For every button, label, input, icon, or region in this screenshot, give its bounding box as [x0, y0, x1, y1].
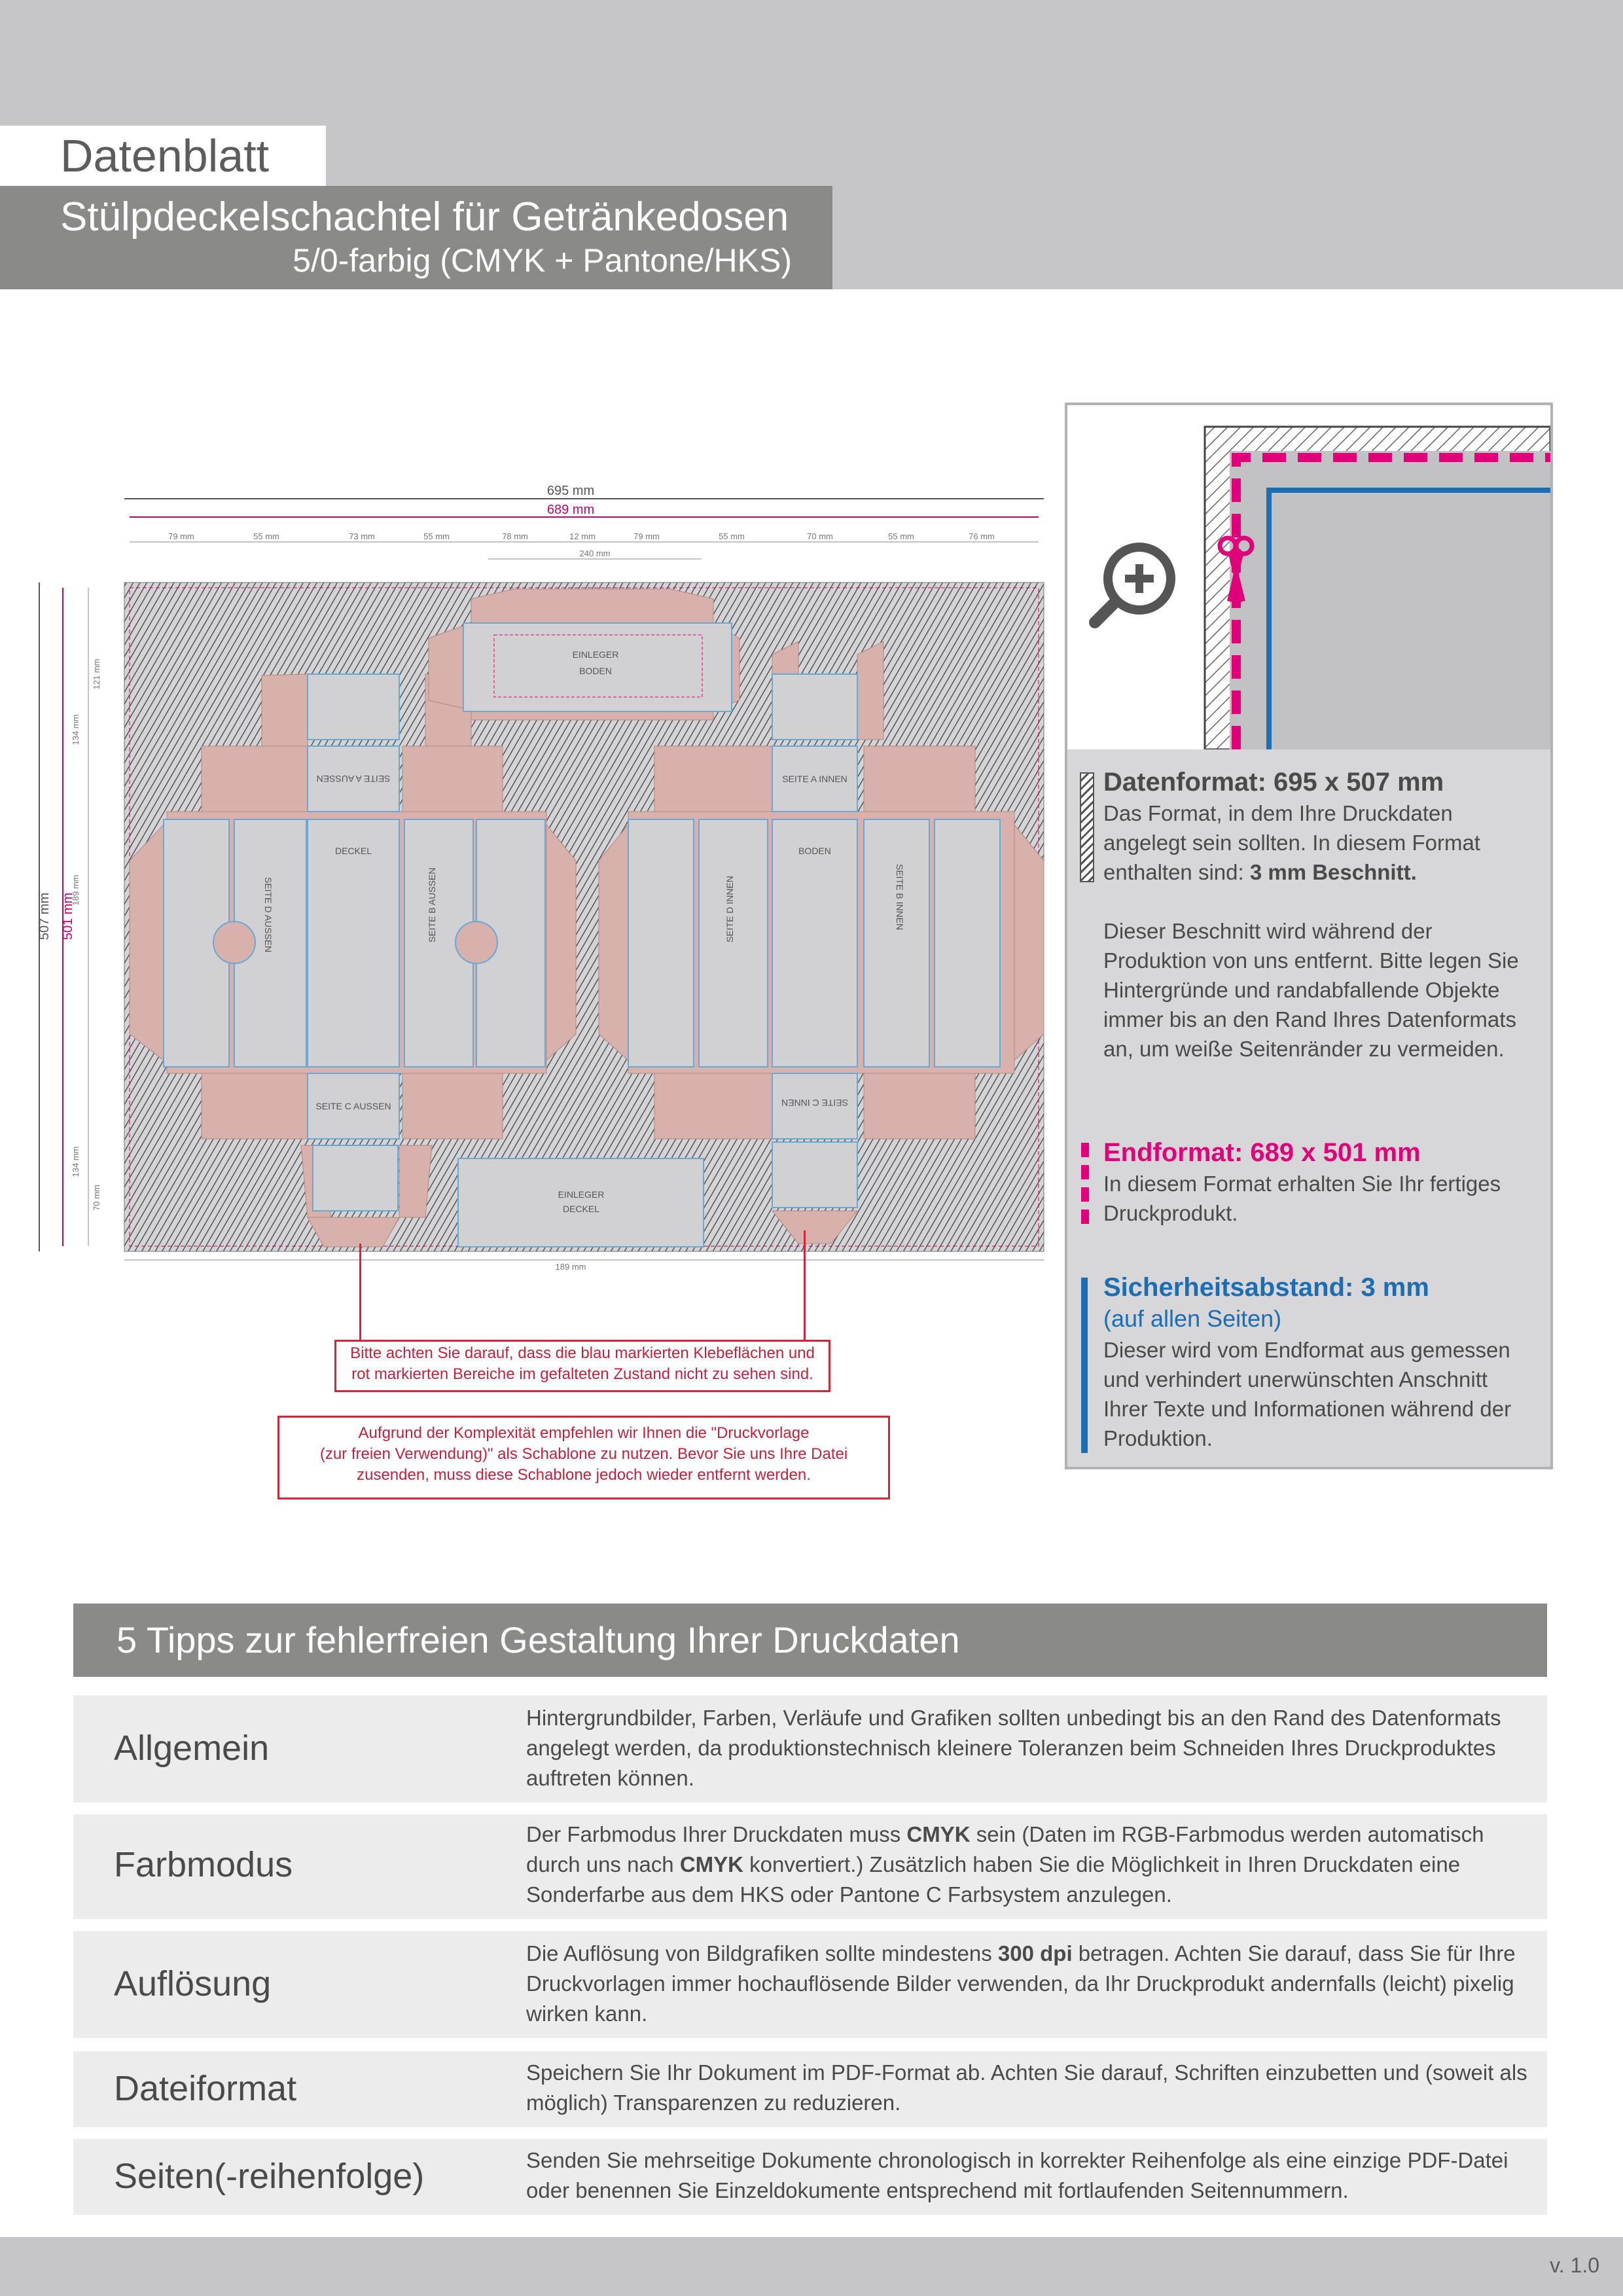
- dim-total-width: 695 mm: [547, 484, 594, 498]
- dim-left: 70 mm: [92, 1185, 101, 1211]
- note-line: (zur freien Verwendung)" als Schablone z…: [319, 1445, 848, 1463]
- data-format-title: Datenformat: 695 x 507 mm: [1103, 768, 1444, 797]
- safety-margin-title: Sicherheitsabstand: 3 mm: [1103, 1273, 1429, 1302]
- label-seite-b-aussen: SEITE B AUSSEN: [427, 868, 437, 942]
- dim-end-width: 689 mm: [547, 503, 594, 517]
- tip-row: Auflösung Die Auflösung von Bildgrafiken…: [73, 1931, 1547, 2038]
- trim-marker-icon: [1081, 1143, 1089, 1225]
- dim-bottom-width: 189 mm: [556, 1262, 586, 1272]
- dim-segment: 79 mm: [633, 531, 660, 541]
- product-title: Stülpdeckelschachtel für Getränkedosen: [60, 194, 789, 240]
- bleed-zoom-illustration: [1067, 405, 1552, 751]
- tips-title: 5 Tipps zur fehlerfreien Gestaltung Ihre…: [116, 1619, 960, 1660]
- dim-segment: 55 mm: [719, 531, 745, 541]
- product-color-spec: 5/0-farbig (CMYK + Pantone/HKS): [293, 242, 792, 279]
- base-net: [598, 641, 1044, 1244]
- note-line: zusenden, muss diese Schablone jedoch wi…: [357, 1466, 811, 1484]
- label-seite-d-innen: SEITE D INNEN: [724, 876, 735, 942]
- bleed-marker-icon: [1080, 772, 1094, 882]
- note-line: rot markierten Bereiche im gefalteten Zu…: [351, 1365, 813, 1383]
- safety-margin-text: Dieser wird vom Endformat aus gemessen u…: [1103, 1338, 1512, 1450]
- dim-segment: 55 mm: [253, 531, 279, 541]
- tip-text-bold: 300 dpi: [997, 1941, 1073, 1965]
- dim-segment: 79 mm: [168, 531, 194, 541]
- end-format-text: In diesem Format erhalten Sie Ihr fertig…: [1103, 1172, 1501, 1225]
- page-title: Datenblatt: [60, 130, 270, 181]
- dim-segment: 73 mm: [349, 531, 375, 541]
- lid-net: [129, 673, 577, 1247]
- dim-left: 134 mm: [71, 1147, 80, 1177]
- glue-area-note: Bitte achten Sie darauf, dass die blau m…: [334, 1340, 830, 1392]
- label-seite-c-aussen: SEITE C AUSSEN: [315, 1101, 391, 1111]
- template-note: Aufgrund der Komplexität empfehlen wir I…: [277, 1416, 890, 1499]
- safety-margin-subtitle: (auf allen Seiten): [1103, 1305, 1282, 1332]
- dim-left: 189 mm: [71, 875, 80, 906]
- footer-band: [0, 2237, 1623, 2296]
- insert-bottom-net: [428, 588, 740, 721]
- tip-label: Dateiformat: [114, 2069, 297, 2108]
- note-leader-line: [804, 1230, 806, 1340]
- dim-segment: 76 mm: [969, 531, 995, 541]
- tip-row: Allgemein Hintergrundbilder, Farben, Ver…: [73, 1695, 1547, 1803]
- tip-text-part: Die Auflösung von Bildgrafiken sollte mi…: [526, 1941, 998, 1965]
- die-cut-diagram: 695 mm 689 mm 79 mm 55 mm 73 mm 55 mm 78…: [37, 484, 1044, 1272]
- dim-left: 134 mm: [71, 715, 80, 745]
- safety-marker-icon: [1081, 1278, 1088, 1453]
- tip-text: Der Farbmodus Ihrer Druckdaten muss CMYK…: [526, 1820, 1527, 1910]
- subtitle-band: [0, 186, 832, 289]
- title-tab: [0, 126, 326, 186]
- dim-segment: 70 mm: [807, 531, 833, 541]
- tip-text-part: sein (Daten im RGB-Farbmodus werden auto…: [526, 1822, 1484, 1876]
- dim-segment: 12 mm: [569, 531, 596, 541]
- tip-text-part: betragen. Achten Sie darauf, dass Sie fü…: [526, 1941, 1516, 2026]
- label-seite-b-innen: SEITE B INNEN: [895, 864, 905, 930]
- label-seite-d-aussen: SEITE D AUSSEN: [263, 877, 274, 952]
- scissors-icon: [1217, 535, 1255, 602]
- dim-segment: 55 mm: [888, 531, 914, 541]
- tip-label: Farbmodus: [114, 1845, 293, 1884]
- tip-text-bold: CMYK: [906, 1822, 971, 1846]
- tip-label: Auflösung: [114, 1964, 272, 2003]
- dim-segment: 78 mm: [502, 531, 528, 541]
- dim-left: 121 mm: [92, 659, 101, 690]
- tip-label: Seiten(-reihenfolge): [114, 2157, 425, 2196]
- dim-mid-width: 240 mm: [580, 548, 611, 558]
- label-einleger-deckel-1: EINLEGER: [558, 1189, 605, 1200]
- dim-end-height: 501 mm: [61, 893, 75, 940]
- note-line: Aufgrund der Komplexität empfehlen wir I…: [358, 1424, 810, 1442]
- format-text: Das Format, in dem Ihre Druckdaten angel…: [1103, 801, 1480, 884]
- label-boden: BODEN: [798, 846, 831, 856]
- tip-text-part: Der Farbmodus Ihrer Druckdaten muss: [526, 1822, 907, 1846]
- tip-text-part: konvertiert.) Zusätzlich haben Sie die M…: [526, 1852, 1461, 1907]
- note-leader-line: [359, 1244, 361, 1340]
- insert-lid-panel: [457, 1158, 704, 1247]
- label-deckel: DECKEL: [335, 846, 372, 856]
- zoom-icon: [1089, 543, 1175, 628]
- end-format-title: Endformat: 689 x 501 mm: [1103, 1138, 1421, 1167]
- label-einleger-boden-2: BODEN: [579, 666, 612, 676]
- tip-text: Senden Sie mehrseitige Dokumente chronol…: [526, 2148, 1508, 2202]
- tip-row: Seiten(-reihenfolge) Senden Sie mehrseit…: [73, 2139, 1547, 2215]
- label-einleger-boden-1: EINLEGER: [573, 649, 619, 660]
- tips-header-band: [73, 1604, 1547, 1677]
- tip-label: Allgemein: [114, 1729, 270, 1768]
- label-seite-c-innen: SEITE C INNEN: [781, 1098, 848, 1108]
- bleed-explanation: Dieser Beschnitt wird während der Produk…: [1103, 919, 1519, 1061]
- data-format-text: Das Format, in dem Ihre Druckdaten angel…: [1103, 798, 1535, 887]
- tip-text: Hintergrundbilder, Farben, Verläufe und …: [526, 1706, 1501, 1790]
- version-label: v. 1.0: [1550, 2253, 1599, 2277]
- format-text-bold: 3 mm Beschnitt.: [1249, 860, 1417, 884]
- tip-text: Die Auflösung von Bildgrafiken sollte mi…: [526, 1939, 1527, 2029]
- label-seite-a-aussen: SEITE A AUSSEN: [317, 774, 391, 784]
- tip-text: Speichern Sie Ihr Dokument im PDF-Format…: [526, 2060, 1527, 2115]
- tip-text-bold: CMYK: [679, 1852, 743, 1876]
- label-einleger-deckel-2: DECKEL: [563, 1204, 599, 1214]
- dim-total-height: 507 mm: [37, 893, 52, 940]
- dim-segment: 55 mm: [423, 531, 450, 541]
- tip-row: Farbmodus Der Farbmodus Ihrer Druckdaten…: [73, 1814, 1547, 1919]
- note-line: Bitte achten Sie darauf, dass die blau m…: [350, 1344, 815, 1362]
- tip-row: Dateiformat Speichern Sie Ihr Dokument i…: [73, 2051, 1547, 2127]
- label-seite-a-innen: SEITE A INNEN: [782, 774, 847, 784]
